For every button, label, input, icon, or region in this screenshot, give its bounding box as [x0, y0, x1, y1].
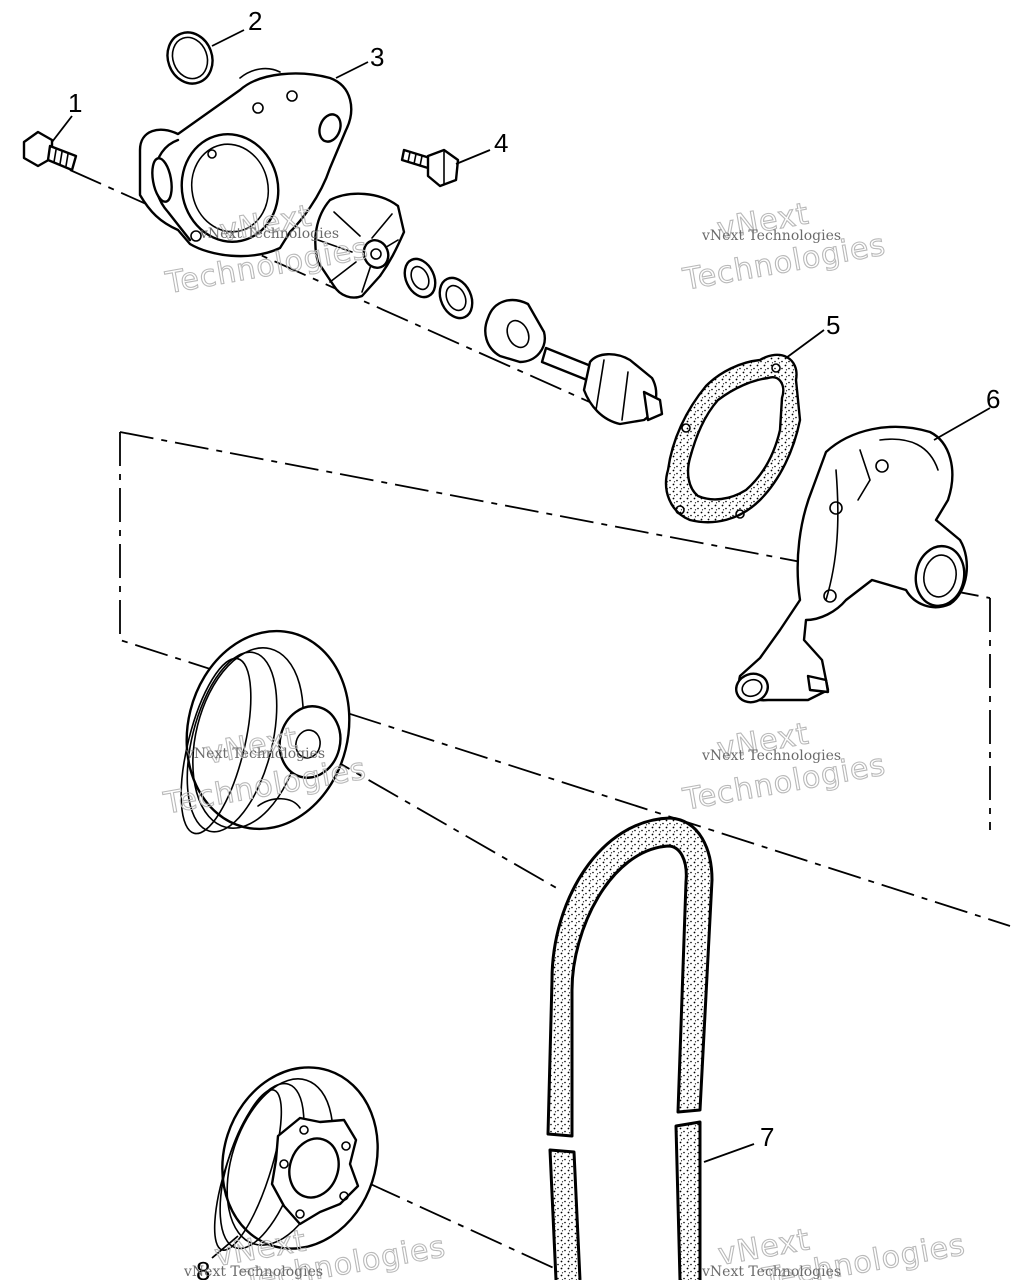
callout-4: 4: [494, 128, 508, 158]
callout-6: 6: [986, 384, 1000, 414]
watermark-small: vNext Technologies: [701, 748, 841, 764]
callout-8: 8: [196, 1256, 210, 1280]
callout-3: 3: [370, 42, 384, 72]
leader-lines: [51, 29, 991, 1259]
pump-pulley: [180, 629, 351, 835]
o-ring: [166, 31, 214, 85]
callout-2: 2: [248, 6, 262, 36]
bolt: [22, 130, 78, 172]
pump-cover: [138, 67, 353, 258]
pump-shaft-bearing: [540, 346, 664, 426]
seal-ring: [438, 276, 474, 320]
impeller: [314, 192, 406, 299]
pump-housing: [735, 425, 968, 704]
callout-1: 1: [68, 88, 82, 118]
callouts: 1 2 3 4 5 6 7 8: [68, 6, 1000, 1280]
watermark-small: vNext Technologies: [701, 228, 841, 244]
bolt: [400, 148, 460, 188]
bearing-spacer: [484, 298, 546, 364]
watermark-small: vNext Technologies: [185, 746, 325, 762]
watermark-small: vNext Technologies: [183, 1264, 323, 1280]
mechanical-seal: [403, 257, 437, 299]
callout-5: 5: [826, 310, 840, 340]
crankshaft-pulley: [213, 1066, 379, 1251]
gasket: [664, 353, 802, 524]
watermark-small: vNext Technologies: [701, 1264, 841, 1280]
v-belt: [546, 816, 714, 1280]
watermark-small: vNext Technologies: [199, 226, 339, 242]
callout-7: 7: [760, 1122, 774, 1152]
